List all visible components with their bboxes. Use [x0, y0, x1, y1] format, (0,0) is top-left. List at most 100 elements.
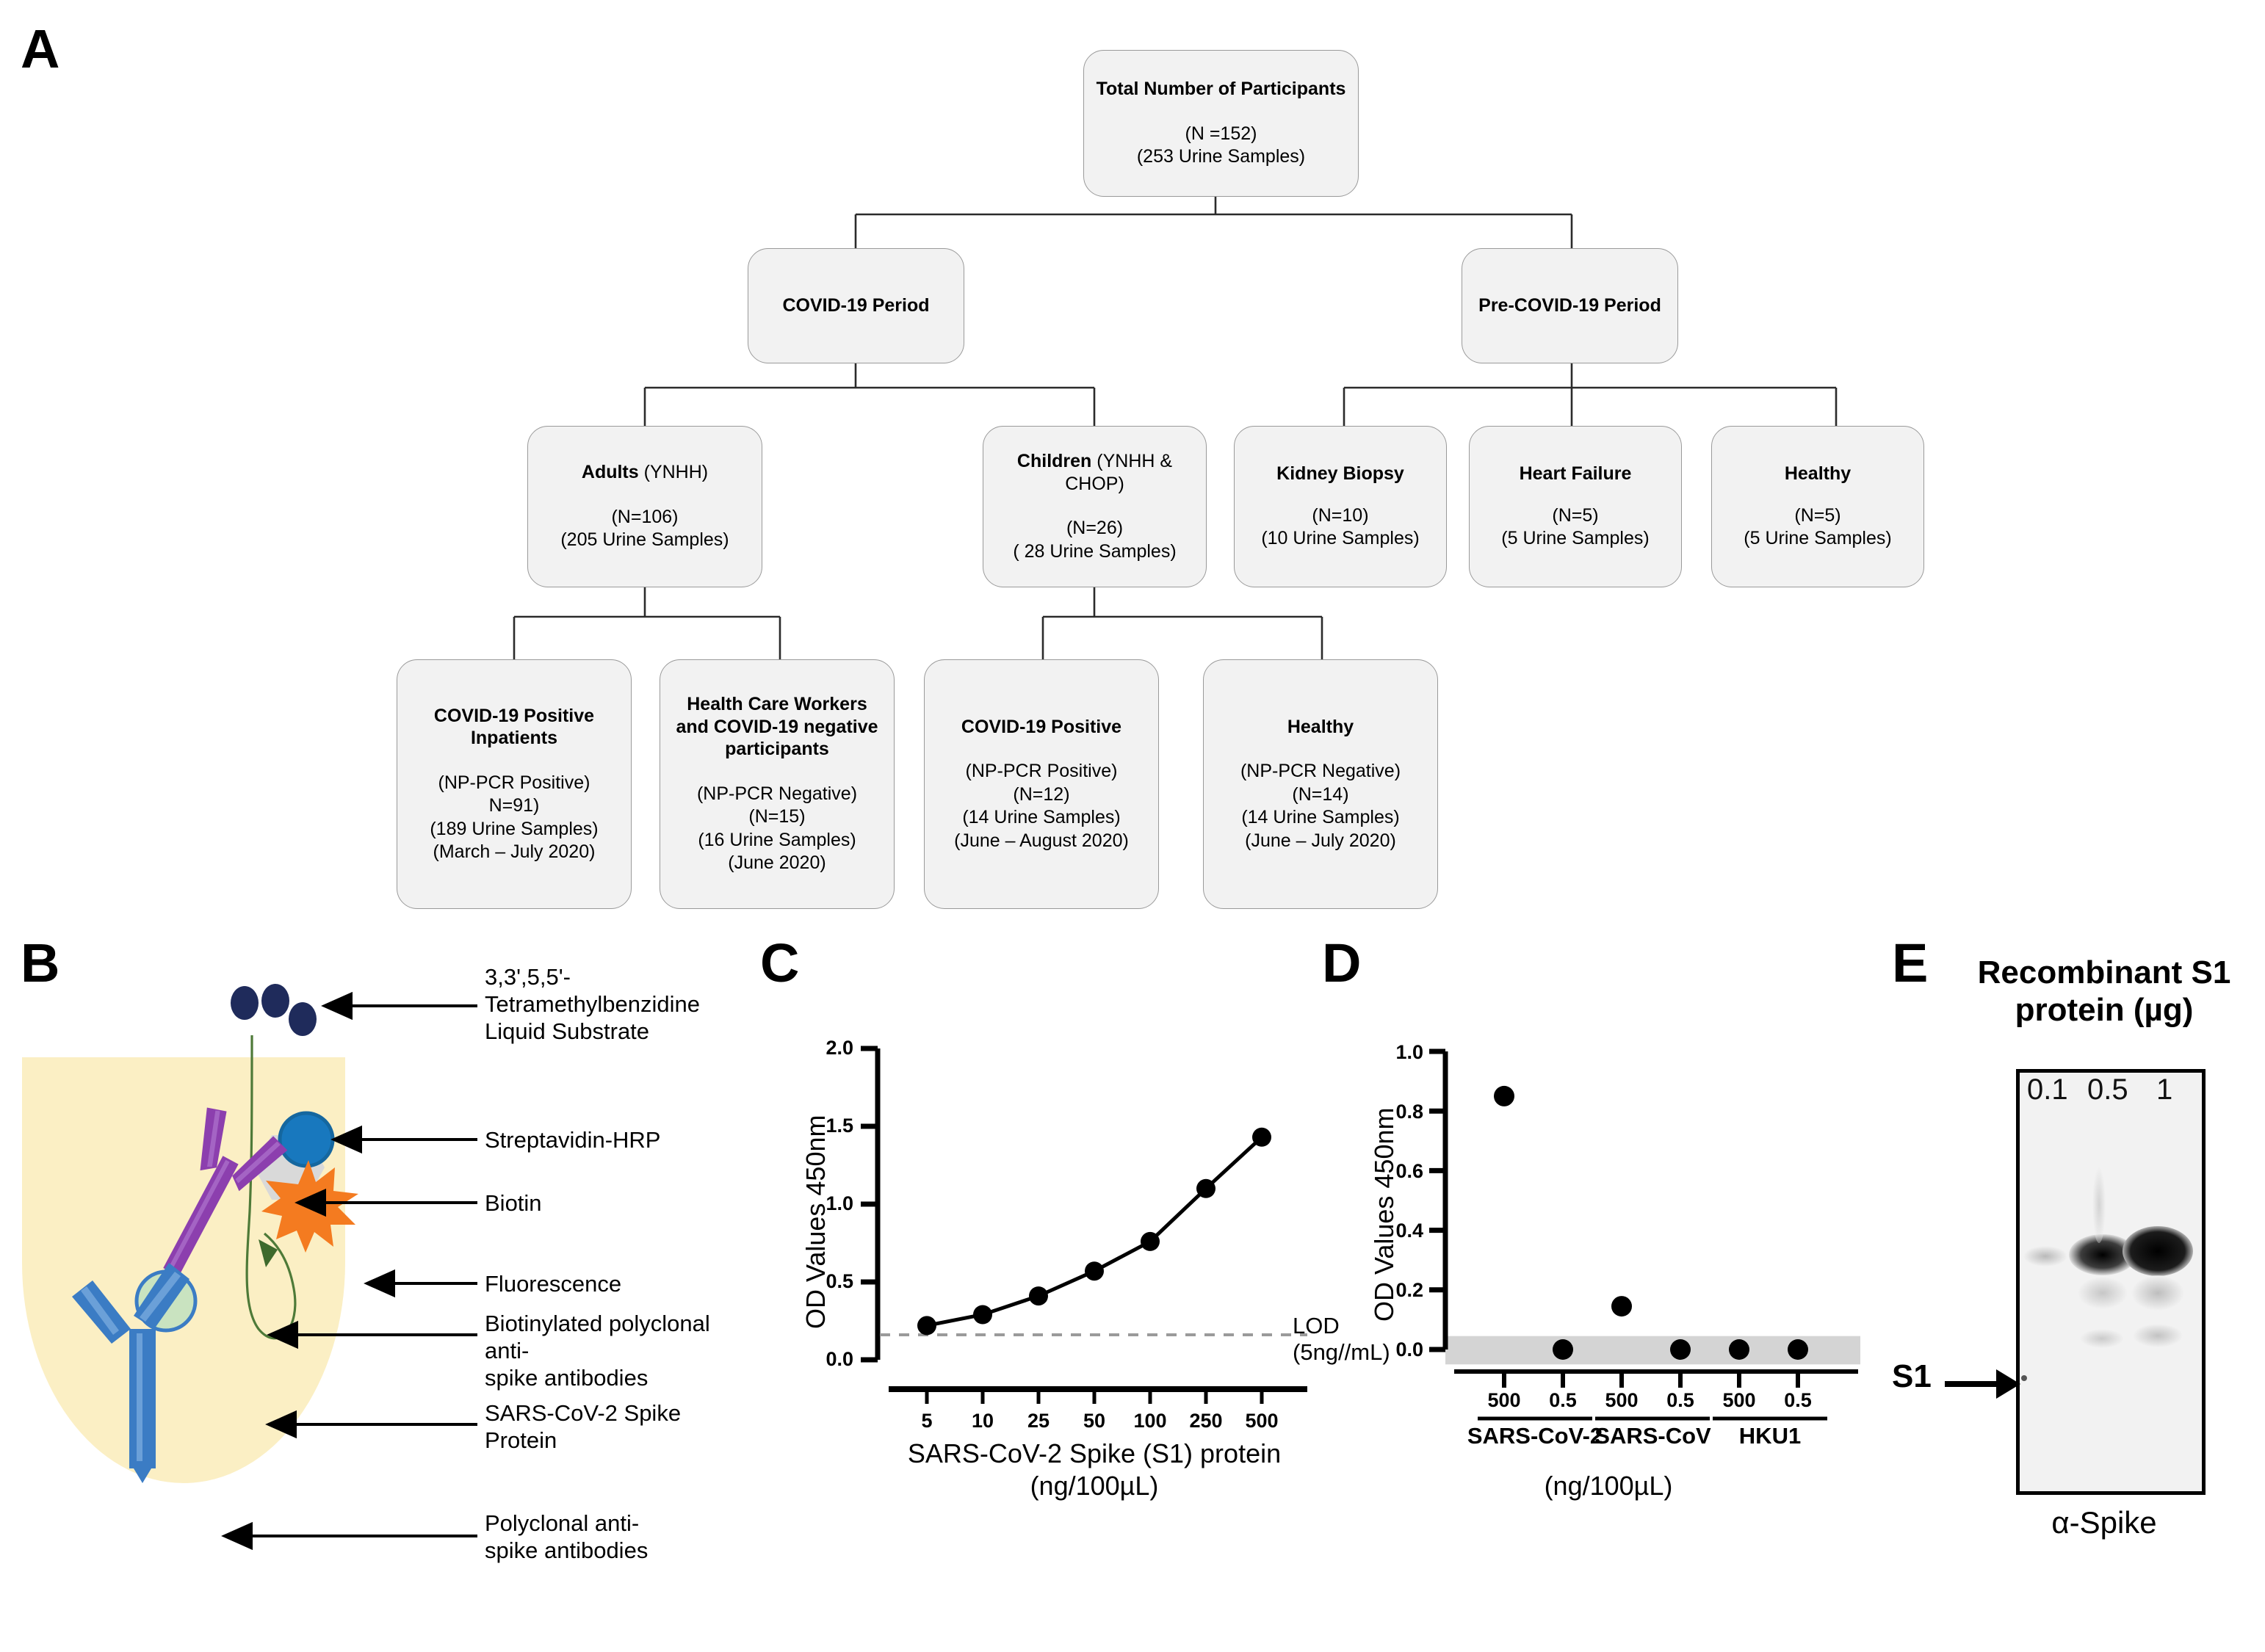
y-tick-label: 0.4	[1395, 1220, 1423, 1242]
y-tick-label: 2.0	[826, 1037, 853, 1059]
node-subtext: (N=5) (5 Urine Samples)	[1501, 504, 1650, 549]
data-point	[1553, 1339, 1573, 1360]
flow-node-adults: Adults (YNHH) (N=106) (205 Urine Samples…	[527, 426, 762, 587]
elisa-diagram	[22, 984, 477, 1551]
x-tick-label: 5	[921, 1410, 933, 1432]
reaction-path	[245, 1035, 297, 1340]
flow-node-precovid-period: Pre-COVID-19 Period	[1462, 248, 1678, 363]
group-label-sars-cov: SARS-CoV	[1594, 1423, 1711, 1449]
flowchart-connectors	[513, 197, 1838, 659]
node-subtext: (NP-PCR Positive) (N=12) (14 Urine Sampl…	[954, 761, 1129, 851]
label-streptavidin-hrp: Streptavidin-HRP	[485, 1127, 661, 1153]
node-title: COVID-19 Positive	[961, 716, 1122, 737]
node-title: COVID-19 Period	[782, 295, 930, 316]
node-title: Children (YNHH & CHOP)	[1016, 451, 1173, 494]
western-blot-panel: Recombinant S1 protein (µg)	[1880, 918, 2265, 1652]
node-subtext: (NP-PCR Negative) (N=14) (14 Urine Sampl…	[1240, 761, 1401, 851]
y-tick-label: 0.5	[826, 1270, 853, 1292]
node-subtext: (N=26) ( 28 Urine Samples)	[1013, 518, 1177, 562]
blot-speck	[2021, 1375, 2027, 1381]
y-tick-label: 0.0	[826, 1348, 853, 1370]
node-subtext: (N=10) (10 Urine Samples)	[1261, 504, 1420, 549]
series-line	[926, 1135, 1263, 1327]
x-tick-label: 10	[971, 1410, 994, 1432]
flow-node-children-healthy: Healthy (NP-PCR Negative) (N=14) (14 Uri…	[1203, 659, 1438, 909]
node-subtext: (NP-PCR Negative) (N=15) (16 Urine Sampl…	[696, 783, 858, 874]
label-biotinylated-antibodies: Biotinylated polyclonal anti- spike anti…	[485, 1311, 710, 1391]
s1-arrow	[1945, 1369, 2020, 1399]
flow-node-healthy-precovid: Healthy (N=5) (5 Urine Samples)	[1711, 426, 1924, 587]
data-point	[917, 1316, 936, 1336]
node-subtext: (N =152) (253 Urine Samples)	[1136, 123, 1306, 167]
panel-letter-d: D	[1322, 932, 1362, 993]
y-tick-label: 0.6	[1395, 1160, 1423, 1182]
panel-letter-b: B	[21, 932, 60, 993]
panel-letter-c: C	[760, 932, 800, 993]
label-spike-protein: SARS-CoV-2 Spike Protein	[485, 1400, 682, 1454]
participant-flowchart: Total Number of Participants (N =152) (2…	[397, 50, 1924, 909]
blot-footer-label: α-Spike	[2051, 1505, 2157, 1540]
blot-band-lane1	[2023, 1246, 2067, 1267]
panel-d-x-axis-title: (ng/100µL)	[1544, 1471, 1673, 1501]
data-point	[1085, 1261, 1104, 1281]
data-point	[1611, 1296, 1632, 1317]
data-point	[1494, 1085, 1514, 1106]
blot-membrane	[2016, 1069, 2206, 1495]
node-title: Healthy	[1784, 463, 1852, 485]
label-fluorescence: Fluorescence	[485, 1271, 622, 1297]
flow-node-healthcare-workers: Health Care Workers and COVID-19 negativ…	[660, 659, 895, 909]
standard-curve-chart: OD Values 450nm 2.0 1.5 1.0 0.5 0.0 5 10…	[749, 1013, 1390, 1512]
series-points	[917, 1127, 1271, 1336]
blot-smear-lane2	[2078, 1277, 2128, 1309]
data-point	[1670, 1339, 1691, 1360]
y-tick-label: 0.0	[1395, 1338, 1423, 1361]
data-point	[1029, 1286, 1048, 1306]
x-tick-label: 500	[1487, 1389, 1521, 1411]
blot-smear-lane3	[2131, 1275, 2184, 1311]
flow-node-total-participants: Total Number of Participants (N =152) (2…	[1083, 50, 1359, 197]
group-label-hku1: HKU1	[1738, 1423, 1802, 1449]
panel-letter-e: E	[1892, 932, 1929, 993]
flow-node-covid-period: COVID-19 Period	[748, 248, 964, 363]
x-tick-label: 0.5	[1784, 1389, 1812, 1411]
x-tick-label: 25	[1027, 1410, 1050, 1432]
label-polyclonal-antibodies: Polyclonal anti- spike antibodies	[485, 1510, 649, 1564]
flow-node-heart-failure: Heart Failure (N=5) (5 Urine Samples)	[1469, 426, 1682, 587]
blot-bands	[2021, 1167, 2193, 1381]
data-point	[973, 1305, 992, 1325]
capture-antibody	[72, 1263, 189, 1483]
lane-label-0-1: 0.1	[2027, 1073, 2068, 1106]
data-point	[1141, 1231, 1160, 1251]
data-point	[1252, 1127, 1271, 1147]
flow-node-children-covid-positive: COVID-19 Positive (NP-PCR Positive) (N=1…	[924, 659, 1159, 909]
label-leader-lines	[221, 991, 477, 1551]
node-title: Heart Failure	[1519, 463, 1632, 485]
series-points	[1494, 1085, 1808, 1360]
y-tick-label: 1.0	[1395, 1041, 1423, 1063]
y-tick-label: 0.2	[1395, 1279, 1423, 1301]
detection-antibody	[163, 1107, 288, 1277]
node-title: COVID-19 Positive Inpatients	[433, 705, 595, 749]
reaction-arrowhead	[259, 1239, 278, 1267]
y-tick-label: 1.5	[826, 1115, 853, 1137]
panel-d-plot	[1429, 1048, 1860, 1421]
node-title: Adults (YNHH)	[581, 462, 709, 483]
streptavidin-hrp-circle	[278, 1111, 335, 1168]
label-tmb-substrate: 3,3',5,5'- Tetramethylbenzidine Liquid S…	[485, 964, 700, 1045]
data-point	[1788, 1339, 1808, 1360]
node-title: Total Number of Participants	[1096, 79, 1346, 100]
flow-node-kidney-biopsy: Kidney Biopsy (N=10) (10 Urine Samples)	[1234, 426, 1447, 587]
elisa-schematic: 3,3',5,5'- Tetramethylbenzidine Liquid S…	[0, 918, 749, 1652]
x-tick-label: 0.5	[1549, 1389, 1577, 1411]
x-tick-label: 500	[1605, 1389, 1639, 1411]
node-title: Healthy	[1287, 716, 1354, 737]
x-tick-label: 250	[1189, 1410, 1223, 1432]
node-subtext: (N=106) (205 Urine Samples)	[560, 506, 729, 551]
panel-c-plot	[861, 1046, 1307, 1404]
panel-c-x-axis-title: SARS-CoV-2 Spike (S1) protein (ng/100µL)	[907, 1438, 1282, 1501]
lane-label-0-5: 0.5	[2087, 1073, 2128, 1106]
panel-c-y-axis-label: OD Values 450nm	[801, 1115, 831, 1329]
specificity-chart: OD Values 450nm 1.0 0.8 0.6 0.4 0.2 0.0 …	[1315, 1013, 1902, 1512]
label-biotin: Biotin	[485, 1190, 542, 1216]
lod-annotation: LOD (5ng//mL)	[1293, 1313, 1390, 1365]
